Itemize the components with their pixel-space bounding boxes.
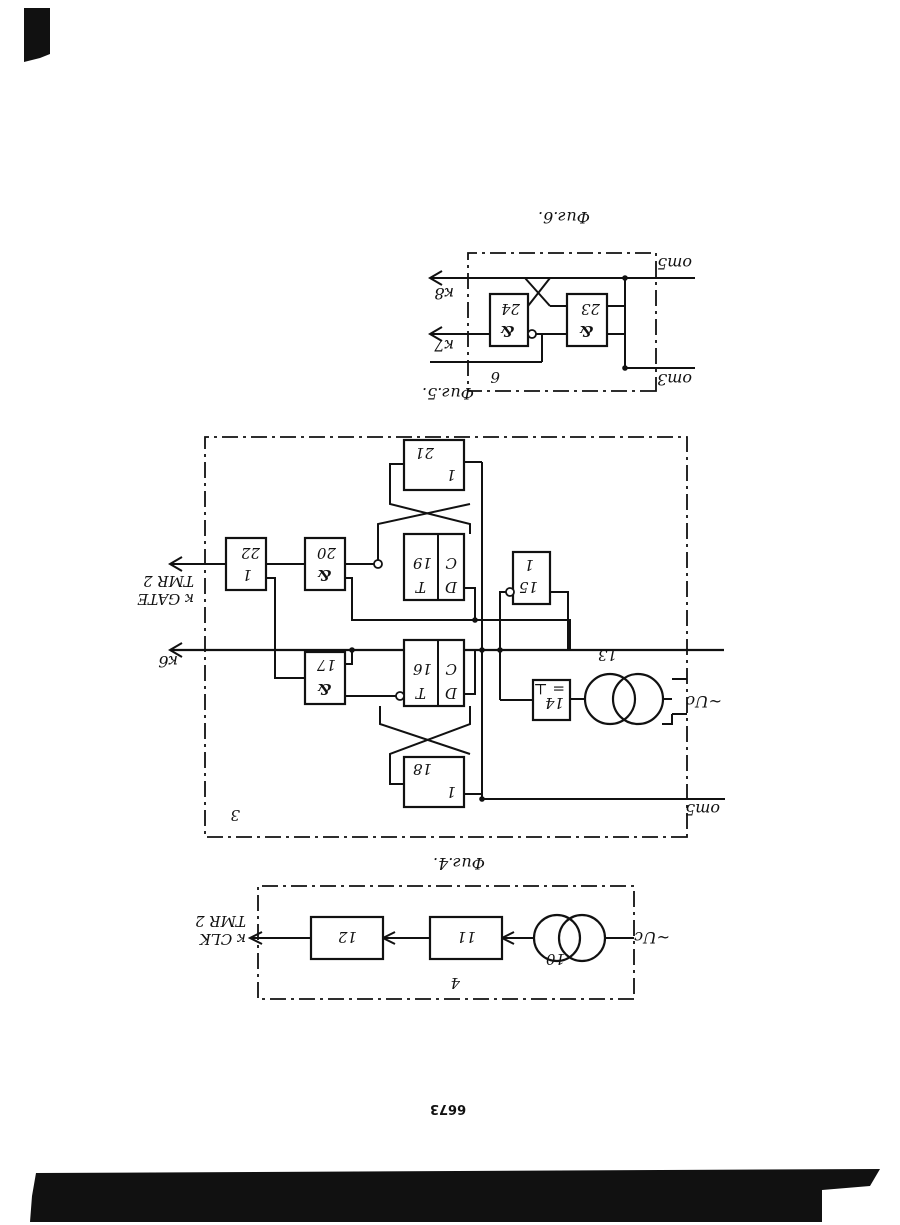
transformer-13-primary xyxy=(613,674,663,724)
flipflop-19-t: T xyxy=(415,578,426,596)
block-4-label: 4 xyxy=(450,974,461,992)
inverting-input-bubble xyxy=(528,330,536,338)
figure-6-caption: Фиг.6. xyxy=(538,208,590,227)
and-gate-17-sym: & xyxy=(317,680,331,698)
rectifier-14-sym: = ⊥ xyxy=(534,680,565,698)
flipflop-19-d: D xyxy=(445,578,458,596)
flipflop-19-c: C xyxy=(445,554,457,572)
and-gate-17-num: 17 xyxy=(316,656,336,674)
flipflop-16-d: D xyxy=(445,684,458,702)
or-gate-22-num: 22 xyxy=(241,544,261,562)
junction xyxy=(479,647,485,653)
block-12-num: 12 xyxy=(338,928,357,946)
input-from-3: от3 xyxy=(657,370,692,389)
wire xyxy=(464,650,475,694)
transformer-13-secondary xyxy=(585,674,635,724)
figure-4: Фиг.4. 4 ~Uc 10 11 12 к CLK TMR 2 xyxy=(195,854,670,999)
flipflop-16-num: 16 xyxy=(412,660,432,678)
and-gate-20-num: 20 xyxy=(316,544,337,562)
and-gate-24-sym: & xyxy=(500,322,514,340)
block-11-num: 11 xyxy=(457,928,476,946)
flipflop-19-num: 19 xyxy=(412,554,432,572)
flipflop-19-bubble xyxy=(374,560,382,568)
output-clk-line-1: к CLK xyxy=(199,930,246,948)
inverter-15-sym: 1 xyxy=(524,556,534,574)
and-gate-24-num: 24 xyxy=(501,300,521,318)
voltage-input-label: ~Uc xyxy=(634,928,670,947)
or-gate-22-sym: 1 xyxy=(242,566,252,584)
and-gate-20-sym: & xyxy=(317,566,331,584)
and-gate-23-num: 23 xyxy=(581,300,601,318)
output-to-6: к6 xyxy=(158,652,178,671)
output-to-7: к7 xyxy=(433,336,454,355)
figure-4-caption: Фиг.4. xyxy=(433,854,485,873)
block-3-label: 3 xyxy=(230,806,240,824)
or-gate-18-sym: 1 xyxy=(446,783,456,801)
scan-mark-top-left xyxy=(24,8,50,62)
or-gate-21-sym: 1 xyxy=(446,466,456,484)
inverter-15-bubble xyxy=(506,588,514,596)
flipflop-16-t: T xyxy=(415,684,426,702)
figure-6: 6 от3 от5 & 23 & 24 xyxy=(430,208,695,391)
scan-bar-bottom xyxy=(30,1169,880,1222)
flipflop-16-bubble xyxy=(396,692,404,700)
flipflop-16-c: C xyxy=(445,660,457,678)
transformer-13-num: 13 xyxy=(598,646,617,664)
page-number: 6673 xyxy=(430,1101,466,1116)
rotated-drawing: 6 от3 от5 & 23 & 24 xyxy=(137,208,725,999)
output-gate-line-1: к GATE xyxy=(137,590,194,608)
output-gate-line-2: TMR 2 xyxy=(143,572,194,590)
wire xyxy=(662,714,672,724)
input-from-5: от5 xyxy=(685,800,720,819)
wire xyxy=(266,578,305,678)
page-number-group: 6673 xyxy=(430,1101,466,1116)
transformer-10-num: 10 xyxy=(545,950,565,968)
input-from-5: от5 xyxy=(657,254,692,273)
voltage-input-label: ~Uc xyxy=(686,692,722,711)
block-6-label: 6 xyxy=(490,368,500,386)
inverter-15-num: 15 xyxy=(519,578,538,596)
or-gate-18-num: 18 xyxy=(413,760,432,778)
output-clk-line-2: TMR 2 xyxy=(195,912,246,930)
figure-5-caption: Фиг.5. xyxy=(422,384,474,403)
output-to-8: к8 xyxy=(434,284,454,303)
or-gate-21-num: 21 xyxy=(415,444,435,462)
figure-5: Фиг.5. 3 от5 ~Uc 13 14 = ⊥ xyxy=(137,384,725,837)
and-gate-23-sym: & xyxy=(579,322,593,340)
